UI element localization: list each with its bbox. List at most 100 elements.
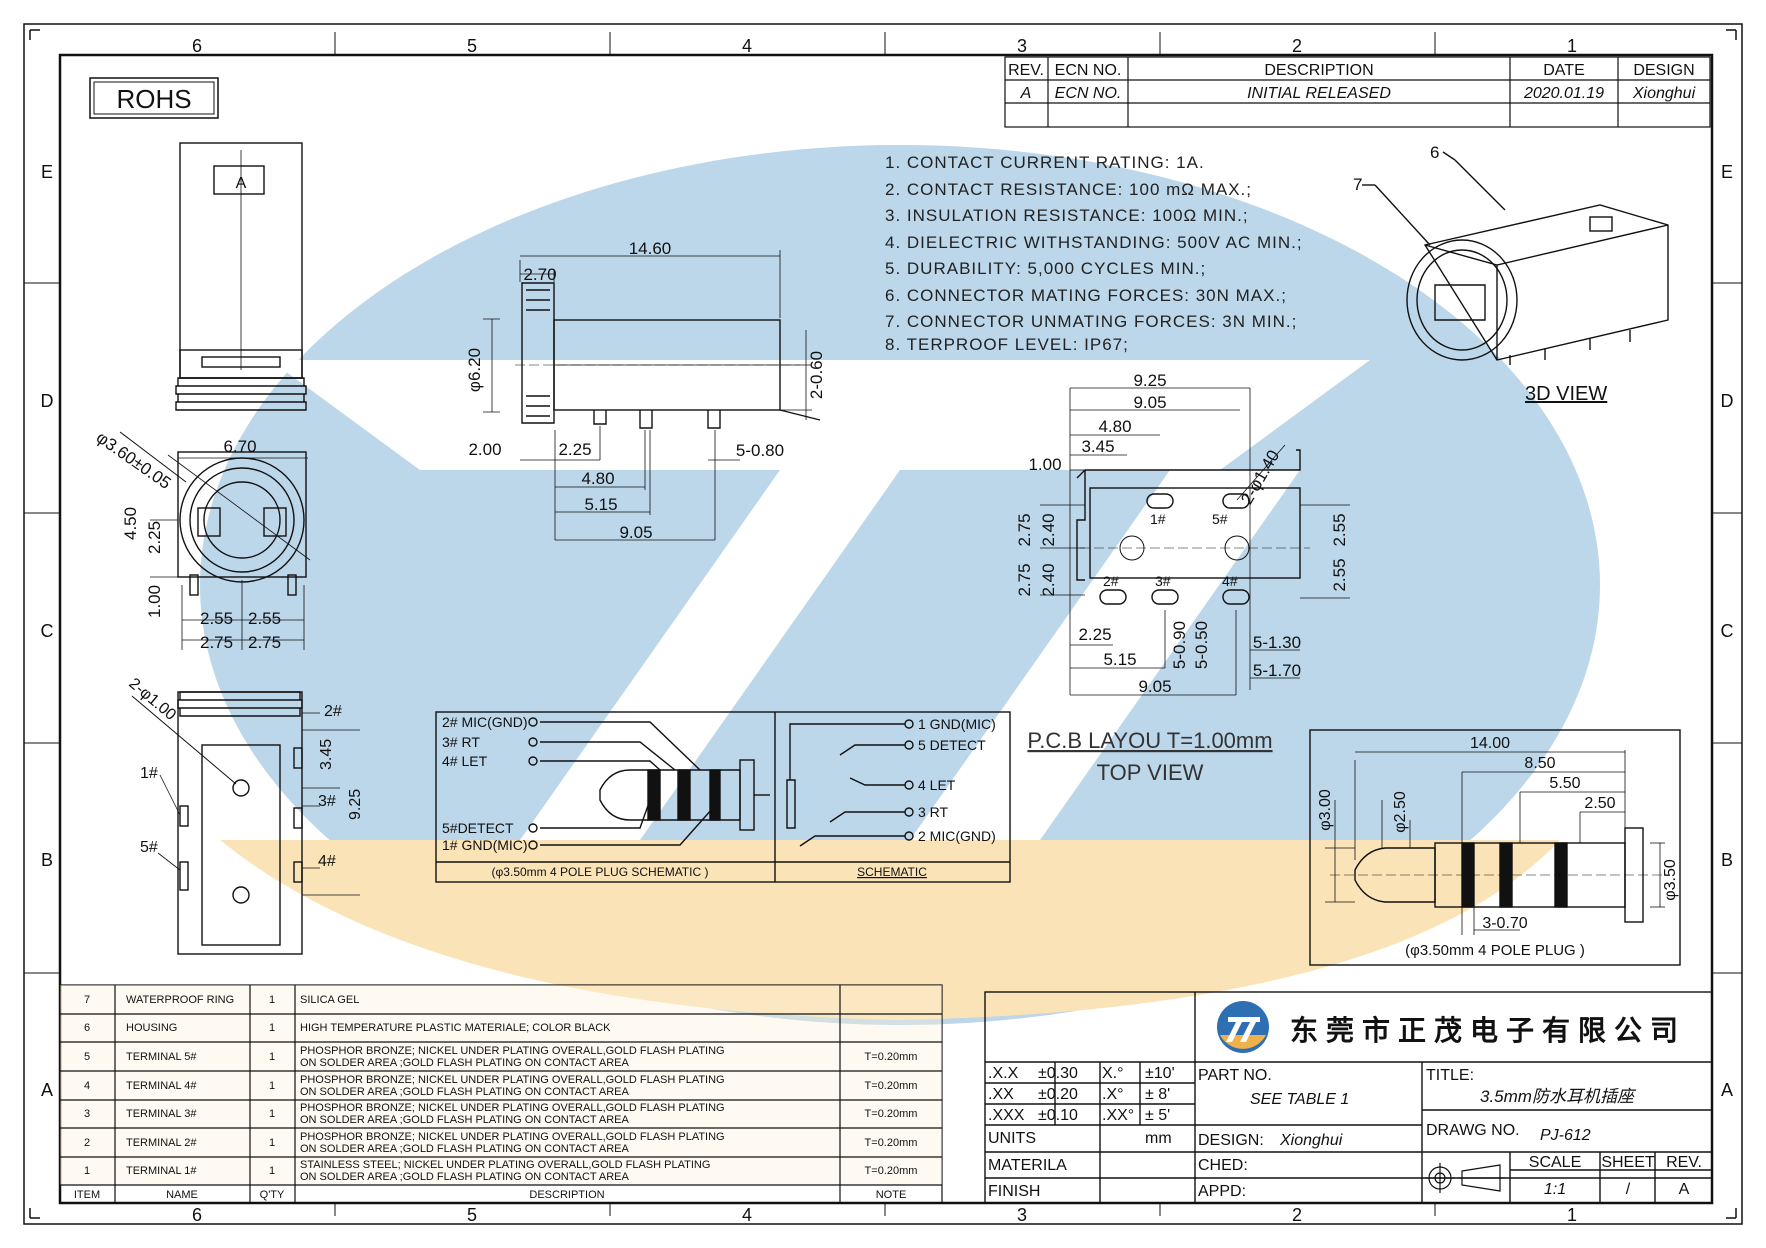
- row-label-left: B: [41, 850, 53, 870]
- svg-text:2.40: 2.40: [1039, 513, 1058, 546]
- pcb-title: P.C.B LAYOU T=1.00mm: [1027, 728, 1272, 753]
- row-label-right: E: [1721, 162, 1733, 182]
- svg-text:T=0.20mm: T=0.20mm: [865, 1108, 918, 1120]
- view-3d-labels: 6 7 3D VIEW: [1353, 143, 1607, 405]
- rev-cell: 2020.01.19: [1523, 85, 1604, 102]
- svg-text:2.55: 2.55: [1330, 513, 1349, 546]
- svg-text:5-0.50: 5-0.50: [1192, 621, 1211, 669]
- svg-text:NAME: NAME: [166, 1189, 198, 1201]
- sheet-label: SHEET: [1601, 1154, 1655, 1171]
- svg-text:5-1.70: 5-1.70: [1253, 661, 1301, 680]
- svg-text:3-0.70: 3-0.70: [1482, 915, 1527, 932]
- bom-row: 3 TERMINAL 3# 1 PHOSPHOR BRONZE; NICKEL …: [84, 1102, 918, 1126]
- schematic-right-label: 3 RT: [918, 804, 949, 820]
- tol-cell: .X.X: [988, 1065, 1019, 1082]
- svg-text:4.80: 4.80: [1098, 417, 1131, 436]
- svg-text:1: 1: [269, 1137, 275, 1149]
- company-logo: [1217, 1001, 1269, 1053]
- svg-text:TERMINAL 1#: TERMINAL 1#: [126, 1165, 197, 1177]
- revision-table: [1004, 56, 1711, 128]
- svg-text:4: 4: [84, 1080, 90, 1092]
- bottom-pin-label: 5#: [140, 839, 158, 856]
- tol-cell: ±0.20: [1038, 1086, 1078, 1103]
- tol-cell: ± 8': [1145, 1086, 1170, 1103]
- spec-line: 5. DURABILITY: 5,000 CYCLES MIN.;: [885, 259, 1206, 278]
- svg-text:9.25: 9.25: [347, 789, 364, 820]
- svg-text:2.00: 2.00: [468, 440, 501, 459]
- row-label-right: B: [1721, 850, 1733, 870]
- svg-text:1.00: 1.00: [1028, 455, 1061, 474]
- svg-text:2-0.60: 2-0.60: [807, 351, 826, 399]
- svg-text:2.75: 2.75: [1015, 513, 1034, 546]
- scale-value: 1:1: [1544, 1181, 1566, 1198]
- part-value: SEE TABLE 1: [1250, 1091, 1349, 1108]
- col-label-top: 2: [1292, 36, 1302, 56]
- design-label: DESIGN:: [1198, 1132, 1264, 1149]
- svg-text:T=0.20mm: T=0.20mm: [865, 1137, 918, 1149]
- pcb-subtitle: TOP VIEW: [1097, 760, 1204, 785]
- svg-text:1: 1: [269, 1022, 275, 1034]
- drawg-value: PJ-612: [1540, 1127, 1591, 1144]
- bom-row: 4 TERMINAL 4# 1 PHOSPHOR BRONZE; NICKEL …: [84, 1074, 918, 1098]
- rohs-mark: ROHS: [89, 77, 219, 119]
- svg-text:φ2.50: φ2.50: [1392, 791, 1409, 833]
- side-view-dims: 14.60 2.70 φ6.20 2-0.60 2.00 2.25 4.80 5…: [465, 239, 826, 542]
- rev-cell: ECN NO.: [1055, 85, 1122, 102]
- schematic-right-label: 5 DETECT: [918, 737, 986, 753]
- svg-text:2.40: 2.40: [1039, 563, 1058, 596]
- revision-table-text: REV. ECN NO. DESCRIPTION DATE DESIGN A E…: [1008, 62, 1696, 102]
- col-label-top: 3: [1017, 36, 1027, 56]
- svg-text:14.60: 14.60: [629, 239, 672, 258]
- svg-text:ITEM: ITEM: [74, 1189, 100, 1201]
- bottom-pin-label: 1#: [140, 765, 158, 782]
- svg-text:9.25: 9.25: [1133, 371, 1166, 390]
- spec-line: 4. DIELECTRIC WITHSTANDING: 500V AC MIN.…: [885, 233, 1303, 252]
- svg-text:5-0.80: 5-0.80: [736, 441, 784, 460]
- svg-text:2.25: 2.25: [145, 521, 164, 554]
- svg-text:1: 1: [84, 1165, 90, 1177]
- schematic-left-label: 3# RT: [442, 734, 480, 750]
- top-view-housing: [175, 142, 307, 411]
- side-view: [483, 250, 821, 541]
- svg-text:ON SOLDER AREA ;GOLD FLASH PLA: ON SOLDER AREA ;GOLD FLASH PLATING ON CO…: [300, 1086, 630, 1098]
- row-label-right: D: [1721, 391, 1734, 411]
- svg-text:T=0.20mm: T=0.20mm: [865, 1080, 918, 1092]
- svg-text:2-φ1.00: 2-φ1.00: [125, 675, 179, 724]
- svg-text:3: 3: [84, 1108, 90, 1120]
- spec-notes: 1. CONTACT CURRENT RATING: 1A. 2. CONTAC…: [885, 153, 1303, 354]
- tol-cell: ±0.10: [1038, 1107, 1078, 1124]
- units-label: UNITS: [988, 1130, 1036, 1147]
- svg-text:φ3.60±0.05: φ3.60±0.05: [93, 428, 175, 493]
- tol-cell: ± 5': [1145, 1107, 1170, 1124]
- svg-text:7: 7: [84, 994, 90, 1006]
- spec-line: 3. INSULATION RESISTANCE: 100Ω MIN.;: [885, 206, 1249, 225]
- plug-schematic-right-labels: 1 GND(MIC) 5 DETECT 4 LET 3 RT 2 MIC(GND…: [857, 716, 996, 879]
- rev-cell: INITIAL RELEASED: [1247, 85, 1391, 102]
- schematic-right-label: 1 GND(MIC): [918, 716, 996, 732]
- finish-label: FINISH: [988, 1183, 1040, 1200]
- col-label-bottom: 6: [192, 1205, 202, 1225]
- rev-header: DESCRIPTION: [1264, 62, 1373, 79]
- svg-text:TERMINAL 5#: TERMINAL 5#: [126, 1051, 197, 1063]
- projection-symbol-icon: [1425, 1163, 1505, 1193]
- col-label-top: 6: [192, 36, 202, 56]
- rev-header: DESIGN: [1633, 62, 1694, 79]
- row-label-left: E: [41, 162, 53, 182]
- bom-row: 2 TERMINAL 2# 1 PHOSPHOR BRONZE; NICKEL …: [84, 1131, 918, 1155]
- svg-text:φ6.20: φ6.20: [465, 348, 484, 392]
- svg-text:2.50: 2.50: [1584, 795, 1615, 812]
- svg-text:2.25: 2.25: [1078, 625, 1111, 644]
- bottom-pin-label: 2#: [324, 703, 342, 720]
- svg-text:1: 1: [269, 1080, 275, 1092]
- svg-text:2: 2: [84, 1137, 90, 1149]
- svg-text:WATERPROOF RING: WATERPROOF RING: [126, 994, 234, 1006]
- svg-text:3D VIEW: 3D VIEW: [1525, 383, 1607, 405]
- tol-cell: ±0.30: [1038, 1065, 1078, 1082]
- schematic-left-caption: (φ3.50mm 4 POLE PLUG SCHEMATIC ): [492, 865, 709, 879]
- svg-text:3.45: 3.45: [318, 739, 335, 770]
- appd-label: APPD:: [1198, 1183, 1246, 1200]
- svg-text:SILICA GEL: SILICA GEL: [300, 994, 359, 1006]
- tol-cell: X.°: [1102, 1065, 1124, 1082]
- svg-text:9.05: 9.05: [1138, 677, 1171, 696]
- svg-text:2.75: 2.75: [248, 633, 281, 652]
